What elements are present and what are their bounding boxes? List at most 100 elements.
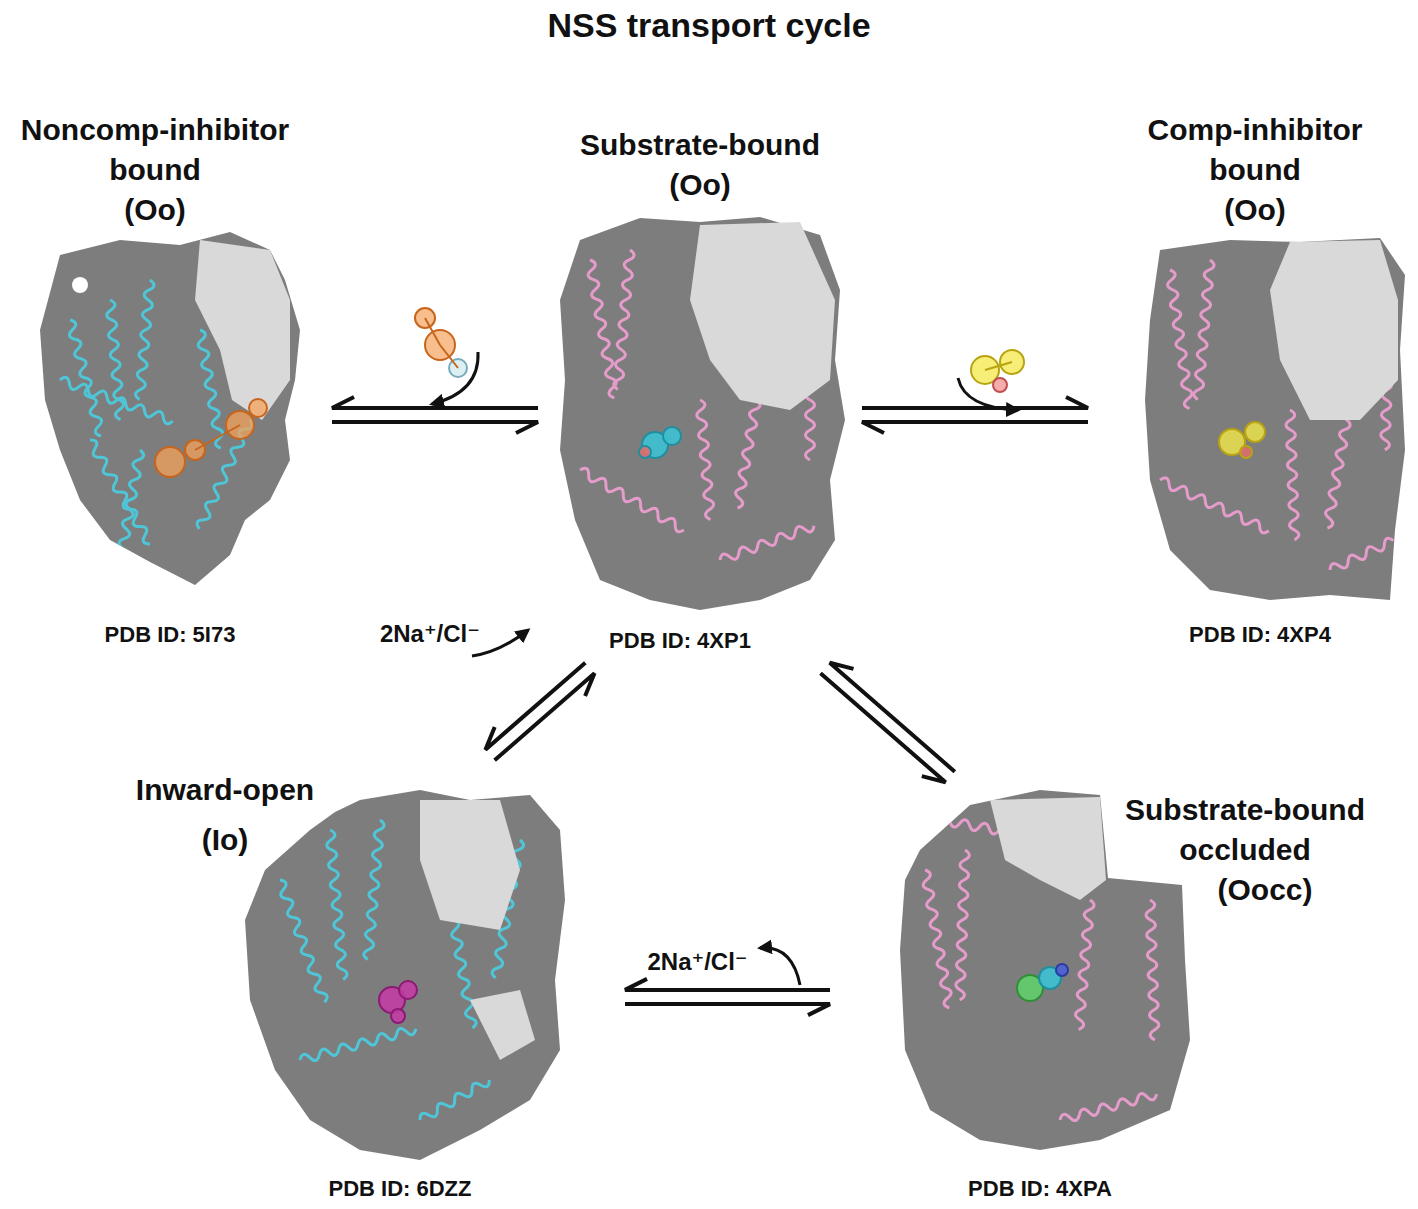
diagram-title: NSS transport cycle (0, 4, 1418, 46)
reverse-harpoon (862, 422, 1088, 433)
protein-surface (363, 820, 384, 960)
state-label: (Oo) (1115, 190, 1395, 230)
state-heading: Inward-open (125, 770, 325, 810)
protein-surface (690, 222, 835, 410)
protein-surface (276, 878, 329, 1003)
protein-surface (420, 800, 520, 930)
forward-harpoon (625, 1004, 830, 1015)
protein-surface (1245, 422, 1265, 442)
protein-surface (72, 277, 88, 293)
equilibrium-arrow (625, 979, 830, 1015)
state-heading: Noncomp-inhibitor bound (5, 110, 305, 190)
state-node: Inward-open (Io) PDB ID: 6DZZ (110, 765, 570, 1205)
protein-surface (1328, 536, 1395, 574)
protein-surface (155, 447, 185, 477)
state-heading: Substrate-bound (550, 125, 850, 165)
state-heading: Comp-inhibitor bound (1115, 110, 1395, 190)
state-label: (Oocc) (1205, 870, 1325, 910)
protein-surface (245, 790, 565, 1160)
protein-surface (560, 217, 845, 610)
reverse-harpoon (495, 673, 595, 760)
protein-surface (900, 790, 1190, 1150)
protein-surface (696, 400, 715, 520)
protein-surface (990, 797, 1106, 900)
protein-surface (40, 232, 300, 585)
protein-surface (155, 399, 267, 477)
forward-harpoon (332, 397, 538, 408)
protein-surface (663, 427, 681, 445)
ion-label: 2Na⁺/Cl⁻ (645, 948, 751, 976)
pdb-id: PDB ID: 4XP4 (1110, 622, 1410, 648)
state-node: Comp-inhibitor bound(Oo) PDB ID: 4XP4 (1100, 110, 1410, 660)
ligand-icon (993, 378, 1007, 392)
protein-surface (399, 981, 417, 999)
equilibrium-arrow (862, 397, 1088, 433)
protein-surface (40, 232, 300, 585)
state-heading: Substrate-bound occluded (1100, 790, 1390, 870)
ligand-icon (415, 308, 467, 377)
protein-surface (921, 869, 954, 1008)
binding-arrow (958, 378, 1018, 410)
protein-surface (58, 376, 174, 425)
protein-surface (470, 990, 535, 1060)
protein-surface (1074, 900, 1094, 1030)
protein-surface (245, 790, 565, 1160)
state-node: Noncomp-inhibitor bound(Oo)PDB ID: 5I73 (0, 110, 320, 660)
pdb-id: PDB ID: 6DZZ (250, 1176, 550, 1202)
protein-surface (326, 830, 348, 980)
forward-harpoon (862, 397, 1088, 408)
protein-surface (66, 319, 106, 437)
protein-surface (391, 1009, 405, 1023)
protein-surface (1193, 260, 1214, 400)
forward-harpoon (830, 663, 955, 772)
protein-surface (578, 466, 686, 534)
reverse-harpoon (625, 979, 830, 990)
state-node: Substrate-bound occluded(Oocc) PDB ID: 4X… (890, 785, 1400, 1205)
protein-surface (1270, 240, 1398, 420)
equilibrium-arrow (485, 663, 594, 761)
protein-surface (1286, 410, 1300, 540)
protein-surface (249, 399, 267, 417)
protein-surface (1158, 476, 1271, 535)
protein-surface (135, 280, 154, 400)
protein-surface (718, 522, 815, 565)
forward-harpoon (485, 663, 585, 750)
state-label: (Oo) (550, 165, 850, 205)
protein-surface (379, 981, 417, 1023)
protein-surface (1146, 900, 1160, 1040)
protein-surface (900, 790, 1190, 1150)
protein-surface (560, 217, 845, 610)
protein-surface (299, 1025, 417, 1065)
ion-arrow (760, 948, 800, 985)
pdb-id: PDB ID: 4XPA (890, 1176, 1190, 1202)
protein-surface (1145, 238, 1405, 600)
protein-surface (639, 446, 651, 458)
protein-surface (1240, 446, 1252, 458)
state-label: (Oo) (5, 190, 305, 230)
protein-surface (1219, 422, 1265, 458)
ligand-icon (971, 350, 1024, 392)
protein-surface (1059, 1090, 1158, 1125)
state-node: Substrate-bound(Oo) PDB ID: 4XP1 (550, 110, 850, 660)
protein-surface (639, 427, 681, 458)
reverse-harpoon (332, 422, 538, 433)
protein-surface (586, 259, 619, 398)
protein-surface (1017, 964, 1068, 1001)
reverse-harpoon (821, 673, 946, 782)
pdb-id: PDB ID: 4XP1 (550, 628, 810, 654)
equilibrium-arrow (821, 663, 955, 783)
ligand-icon (985, 362, 1012, 370)
protein-surface (195, 240, 290, 420)
protein-surface (1166, 269, 1194, 409)
protein-surface (613, 250, 634, 390)
protein-surface (115, 449, 145, 569)
protein-surface (1145, 238, 1405, 600)
ligand-icon (425, 318, 458, 368)
protein-surface (418, 1076, 492, 1124)
binding-arrow (432, 352, 478, 404)
equilibrium-arrow (332, 397, 538, 433)
protein-surface (1056, 964, 1068, 976)
ion-label: 2Na⁺/Cl⁻ (377, 620, 483, 648)
state-label: (Io) (125, 820, 325, 860)
